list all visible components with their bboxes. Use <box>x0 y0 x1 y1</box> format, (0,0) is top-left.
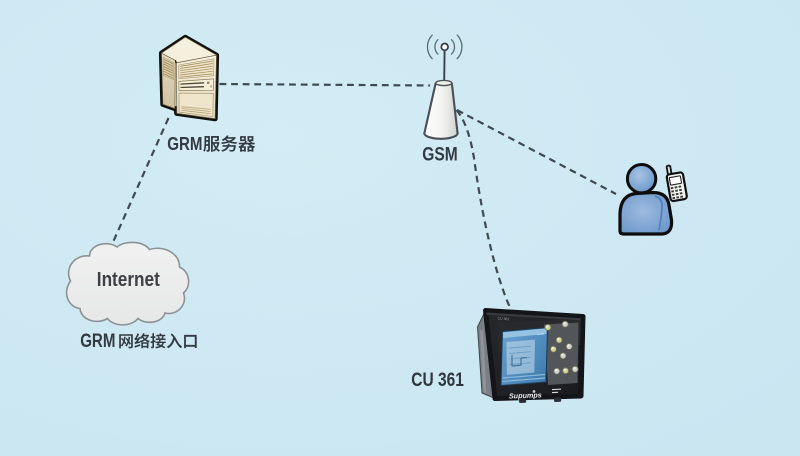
svg-text:Internet: Internet <box>97 268 160 291</box>
svg-text:CU 361: CU 361 <box>411 369 464 391</box>
svg-text:CU 361: CU 361 <box>497 317 509 322</box>
svg-text:GSM: GSM <box>422 144 457 166</box>
svg-text:GRM: GRM <box>80 331 115 352</box>
svg-text:Supumps: Supumps <box>509 390 542 400</box>
svg-text:GRM: GRM <box>167 134 202 154</box>
